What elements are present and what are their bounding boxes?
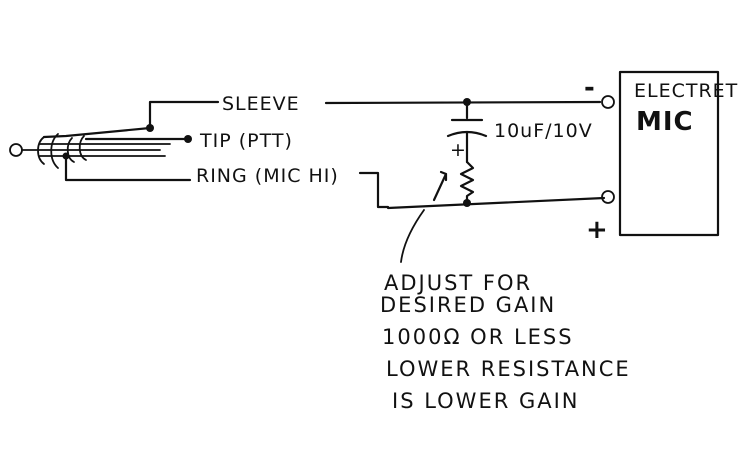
jack-contact-2 xyxy=(50,133,59,169)
resistor-adjust-arrow-shaft xyxy=(432,172,448,202)
resistor-adjust-arrow-head xyxy=(439,170,448,182)
gain-adjust-note: ADJUST FOR DESIRED GAIN 1000Ω OR LESS LO… xyxy=(380,271,631,413)
sleeve-junction-dot xyxy=(146,124,154,132)
note-pointer-line xyxy=(400,209,425,263)
tip-terminal-dot xyxy=(184,135,192,143)
jack-contact-1 xyxy=(37,136,45,165)
sleeve-wire-right xyxy=(324,100,602,105)
sleeve-wire-left xyxy=(42,100,220,139)
note-line-1: ADJUST FOR xyxy=(384,271,532,295)
mic-negative-terminal xyxy=(601,95,615,109)
ring-wire-step xyxy=(358,171,390,209)
note-line-2: DESIRED GAIN xyxy=(380,293,556,317)
note-line-5: IS LOWER GAIN xyxy=(392,389,580,413)
tip-wire xyxy=(84,135,192,143)
capacitor-value-label: 10uF/10V xyxy=(494,120,593,142)
note-line-4: LOWER RESISTANCE xyxy=(386,357,631,381)
jack-contact-4 xyxy=(78,135,87,161)
sleeve-label: SLEEVE xyxy=(222,93,300,115)
variable-resistor xyxy=(432,160,475,205)
jack-contact-3 xyxy=(66,137,75,163)
capacitor-polarity-label: + xyxy=(450,139,467,161)
mic-positive-terminal xyxy=(601,190,615,204)
note-line-3: 1000Ω OR LESS xyxy=(382,325,574,349)
ring-wire xyxy=(64,154,606,210)
tip-label: TIP (PTT) xyxy=(199,130,293,152)
ring-wire-right xyxy=(386,196,606,210)
ring-label: RING (MIC HI) xyxy=(196,165,339,187)
resistor-zigzag xyxy=(459,160,475,205)
jack-tip-ring xyxy=(9,143,23,157)
mic-title-line1: ELECTRET xyxy=(634,80,738,102)
audio-jack-plug xyxy=(9,133,171,169)
mic-title-line2: MIC xyxy=(636,107,694,137)
mic-positive-sign: + xyxy=(586,215,609,245)
ring-wire-left xyxy=(64,154,192,182)
mic-negative-sign: - xyxy=(584,73,596,103)
mic-body-box xyxy=(618,70,720,237)
electret-mic xyxy=(601,70,720,237)
capacitor xyxy=(446,100,488,164)
